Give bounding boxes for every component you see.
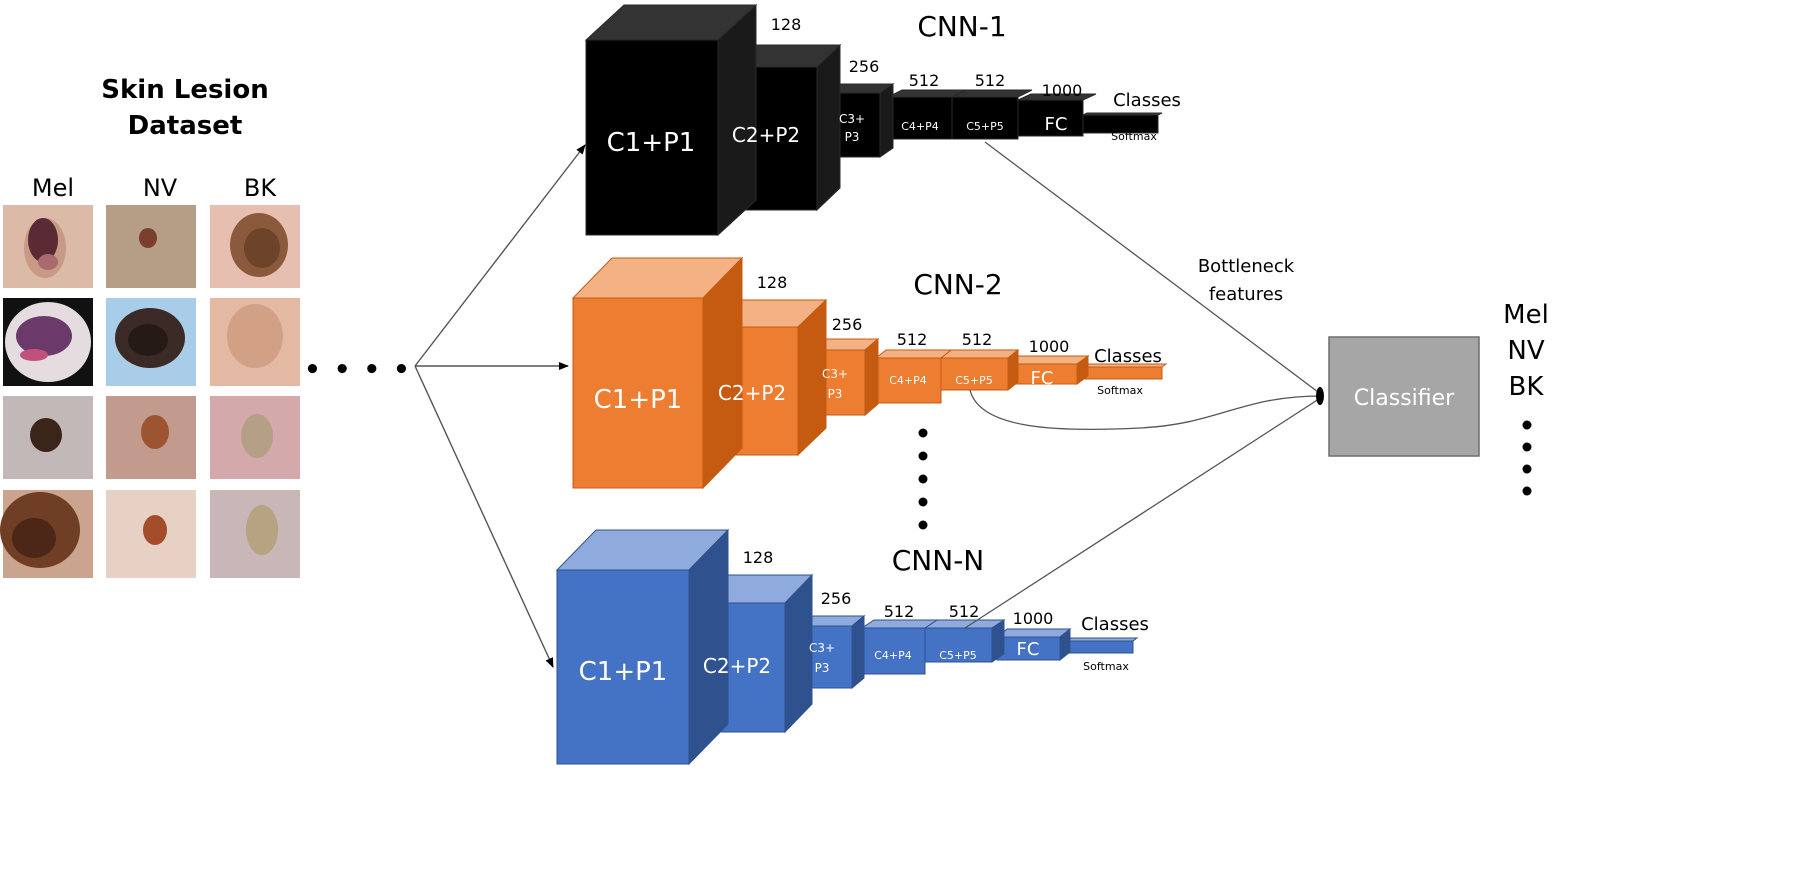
bottleneck-label-line2: features	[1209, 284, 1283, 305]
classifier-box: Classifier	[1328, 336, 1480, 457]
lesion-image-mel-3	[3, 396, 93, 479]
output-class-bk: BK	[1509, 372, 1545, 402]
cnn-n-network: C1+P1 C2+P2 C3+ P3 C4+P4 C5+P5 FC 128 25…	[555, 528, 1149, 766]
lesion-image-nv-4	[106, 490, 196, 578]
cnn-2-size-128: 128	[757, 273, 788, 292]
lesion-image-bk-1	[210, 205, 300, 288]
cnn-n-size-128: 128	[743, 548, 774, 567]
cnn-2-block-c3-label-line2: P3	[828, 387, 843, 401]
cnn-1-network: C1+P1 C2+P2 C3+ P3 C4+P4 C5+P5 FC 128 25…	[584, 3, 1181, 237]
cnn-1-size-1000: 1000	[1042, 81, 1083, 100]
output-classes: Mel NV BK	[1503, 300, 1549, 496]
lesion-image-nv-3	[106, 396, 196, 479]
cnn-n-size-512b: 512	[949, 602, 980, 621]
column-label-nv: NV	[143, 174, 178, 202]
cnn-2-block-fc-label: FC	[1031, 368, 1054, 389]
cnn-1-block-c1-p1-label: C1+P1	[607, 128, 696, 158]
lesion-image-nv-1	[106, 205, 196, 288]
cnn-1-block-c3-label-line1: C3+	[839, 112, 865, 126]
cnn-n-block-fc-label: FC	[1017, 639, 1040, 660]
lesion-image-bk-3	[210, 396, 300, 479]
cnn-2-size-512b: 512	[962, 330, 993, 349]
cnn-n-activation-label: Softmax	[1083, 660, 1129, 673]
column-label-bk: BK	[244, 174, 277, 202]
cnn-1-output-label: Classes	[1113, 90, 1181, 111]
cnn-1-size-256: 256	[849, 57, 880, 76]
cnn-2-block-c4-p4-label: C4+P4	[889, 374, 927, 387]
cnn-1-block-c5-p5-label: C5+P5	[966, 120, 1004, 133]
input-arrows	[414, 144, 586, 668]
cnn-2-size-1000: 1000	[1029, 337, 1070, 356]
cnn-n-size-256: 256	[821, 589, 852, 608]
dataset-panel: Skin Lesion Dataset Mel NV BK	[0, 75, 412, 578]
cnn-1-block-fc-label: FC	[1045, 114, 1068, 135]
output-class-mel: Mel	[1503, 300, 1549, 330]
arrow-to-cnn-n	[414, 365, 554, 668]
bottleneck-line-cnn-n	[964, 396, 1323, 629]
lesion-image-bk-2	[210, 298, 300, 386]
bottleneck-label-line1: Bottleneck	[1198, 256, 1295, 277]
lesion-image-mel-2	[3, 298, 93, 386]
networks-vertical-ellipsis	[918, 428, 928, 530]
cnn-n-size-512a: 512	[884, 602, 915, 621]
cnn-n-block-c1-p1-label: C1+P1	[579, 657, 668, 687]
cnn-2-block-c3-label-line1: C3+	[822, 367, 848, 381]
cnn-2-block-c2-p2-label: C2+P2	[718, 381, 786, 405]
cnn-2-activation-label: Softmax	[1097, 384, 1143, 397]
cnn-n-block-c4-p4-label: C4+P4	[874, 649, 912, 662]
lesion-image-bk-4	[210, 490, 300, 578]
cnn-n-output-label: Classes	[1081, 614, 1149, 635]
cnn-n-block-c3-label-line2: P3	[815, 661, 830, 675]
cnn-n-size-1000: 1000	[1013, 609, 1054, 628]
cnn-1-block-c3-label-line2: P3	[845, 130, 860, 144]
bottleneck-merge-node	[1316, 387, 1324, 405]
cnn-1-block-c2-p2-label: C2+P2	[732, 123, 800, 147]
cnn-n-block-c3-label-line1: C3+	[809, 641, 835, 655]
classifier-label: Classifier	[1354, 386, 1455, 411]
cnn-2-size-512a: 512	[897, 330, 928, 349]
cnn-1-title: CNN-1	[917, 10, 1006, 43]
cnn-1-size-512b: 512	[975, 71, 1006, 90]
cnn-n-block-c2-p2-label: C2+P2	[703, 654, 771, 678]
dataset-title-line1: Skin Lesion	[101, 75, 268, 105]
cnn-1-size-128: 128	[771, 15, 802, 34]
lesion-image-nv-2	[106, 298, 196, 386]
cnn-2-title: CNN-2	[913, 268, 1002, 301]
cnn-1-size-512a: 512	[909, 71, 940, 90]
cnn-2-block-c5-p5-label: C5+P5	[955, 374, 993, 387]
dataset-title-line2: Dataset	[128, 111, 243, 141]
cnn-n-block-c5-p5-label: C5+P5	[939, 649, 977, 662]
lesion-image-mel-4	[0, 490, 93, 578]
dataset-ellipsis: • • • •	[304, 355, 412, 385]
cnn-1-activation-label: Softmax	[1111, 130, 1157, 143]
cnn-2-output-label: Classes	[1094, 346, 1162, 367]
output-class-nv: NV	[1507, 336, 1544, 366]
arrow-to-cnn-1	[414, 144, 586, 367]
lesion-image-mel-1	[3, 205, 93, 288]
column-label-mel: Mel	[32, 174, 74, 202]
cnn-2-size-256: 256	[832, 315, 863, 334]
bottleneck-connections	[964, 141, 1323, 629]
cnn-2-network: C1+P1 C2+P2 C3+ P3 C4+P4 C5+P5 FC 128 25…	[571, 256, 1168, 490]
bottleneck-line-cnn-1	[984, 141, 1323, 396]
bottleneck-line-cnn-2	[969, 389, 1323, 431]
cnn-2-block-c1-p1-label: C1+P1	[594, 385, 683, 415]
cnn-1-block-c4-p4-label: C4+P4	[901, 120, 939, 133]
cnn-n-title: CNN-N	[892, 544, 985, 577]
